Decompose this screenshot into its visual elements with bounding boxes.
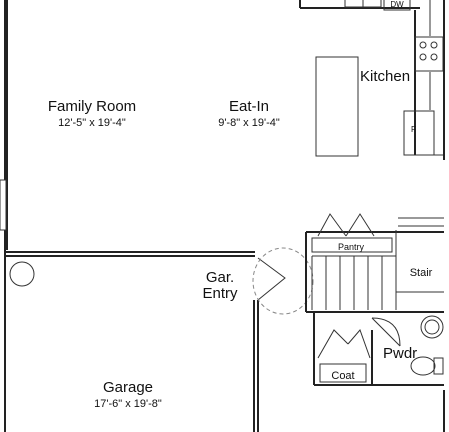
eat-in-label: Eat-In [229, 98, 269, 115]
family-room-dims: 12'-5" x 19'-4" [58, 117, 126, 129]
fridge-label: F [411, 125, 416, 134]
kitchen-label: Kitchen [360, 68, 410, 85]
pwdr-door-swing [371, 317, 401, 347]
dishwasher [383, 0, 411, 11]
coat-door-right [347, 329, 371, 359]
toilet-bowl [410, 356, 436, 376]
eat-in-dims: 9'-8" x 19'-4" [218, 117, 280, 129]
gar-entry-label-1: Gar. [206, 269, 234, 286]
burner-4 [430, 53, 438, 61]
pwdr-sink [420, 315, 444, 339]
pantry-door-right [345, 213, 375, 237]
garage-dims: 17'-6" x 19'-8" [94, 398, 162, 410]
garage-corner-circle [9, 261, 35, 287]
pwdr-sink-basin [424, 319, 440, 335]
kitchen-island [315, 56, 359, 157]
burner-2 [430, 41, 438, 49]
pwdr-door [371, 317, 401, 347]
left-window [0, 179, 7, 231]
coat-label: Coat [331, 370, 354, 382]
refrigerator [403, 110, 435, 156]
burner-3 [419, 53, 427, 61]
garage-entry-door [257, 257, 286, 301]
coat-door-left [317, 329, 349, 359]
gar-entry-label-2: Entry [202, 285, 238, 302]
pantry-shelf [311, 237, 393, 253]
garage-label: Garage [103, 379, 153, 396]
burner-1 [419, 41, 427, 49]
garage-entry-door-swing [252, 247, 314, 315]
stair-label: Stair [410, 267, 433, 279]
family-room-label: Family Room [48, 98, 136, 115]
dishwasher-label: DW [390, 0, 404, 9]
toilet-tank [433, 357, 444, 375]
cooktop [414, 36, 444, 72]
pantry-label: Pantry [338, 242, 365, 252]
pwdr-label: Pwdr [383, 345, 417, 362]
pantry-door-left [317, 213, 347, 237]
coat-shelf [319, 363, 367, 383]
